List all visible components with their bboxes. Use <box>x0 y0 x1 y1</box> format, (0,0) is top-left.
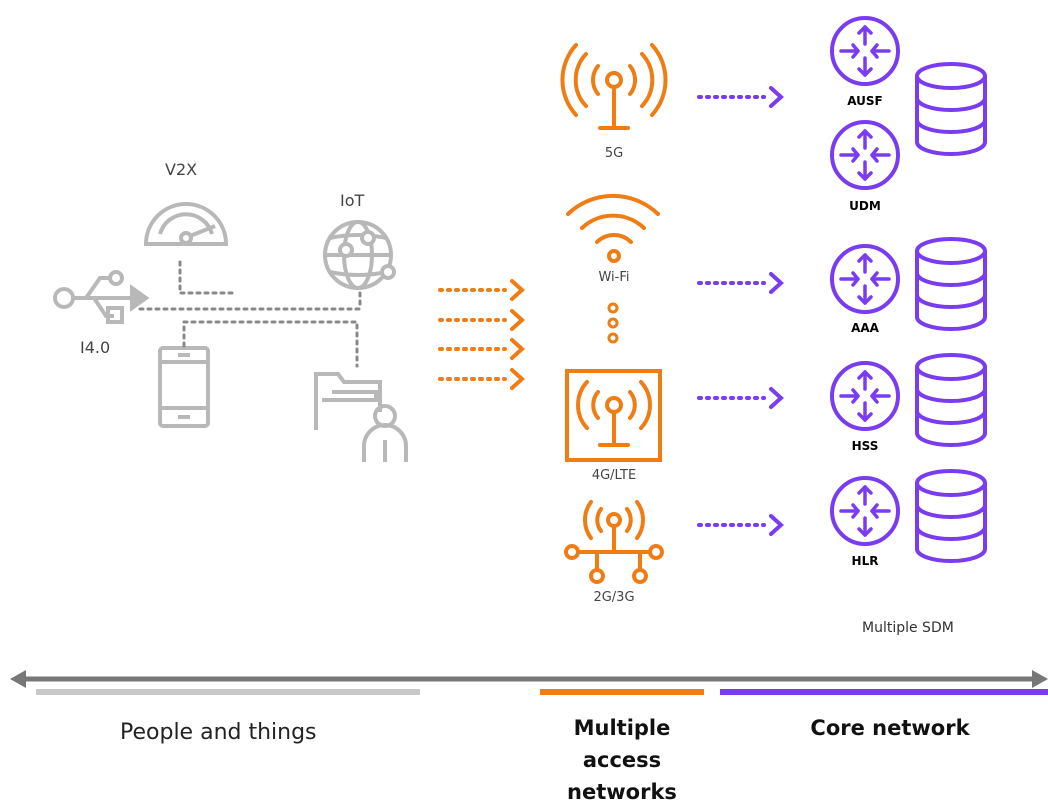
purple-arrow <box>697 387 784 409</box>
orange-arrow <box>438 309 525 331</box>
udm-label: UDM <box>849 199 881 213</box>
folder-user-icon <box>314 372 408 462</box>
database-icon <box>915 353 987 447</box>
wifi-icon <box>566 193 660 263</box>
bottom-double-arrow <box>10 670 1048 688</box>
purple-arrows <box>697 86 784 536</box>
hlr-label: HLR <box>851 554 879 568</box>
orange-arrow <box>438 368 525 390</box>
usb-icon <box>53 270 150 324</box>
router-udm-icon <box>830 120 900 190</box>
multiple-sdm-label: Multiple SDM <box>862 620 954 636</box>
purple-arrow <box>697 514 784 536</box>
g23-label: 2G/3G <box>593 590 635 605</box>
iot-globe-icon <box>323 220 396 290</box>
router-hss-icon <box>830 361 900 431</box>
orange-arrow <box>438 338 525 360</box>
antenna-2g-3g-icon <box>564 500 664 584</box>
v2x-gauge-icon <box>143 202 229 246</box>
antenna-4g-lte-icon <box>565 369 662 462</box>
people-segment-bar <box>36 689 420 695</box>
device-connector-lines <box>138 260 362 368</box>
more-networks-ellipsis-icon <box>607 302 619 344</box>
purple-arrow <box>697 86 784 108</box>
hss-label: HSS <box>851 439 879 453</box>
access-segment-bar <box>540 689 704 695</box>
router-ausf-icon <box>830 16 900 86</box>
i40-label: I4.0 <box>80 338 111 357</box>
purple-arrow <box>697 272 784 294</box>
database-icon <box>915 469 987 563</box>
core-segment-bar <box>720 689 1048 695</box>
aaa-label: AAA <box>851 321 879 335</box>
orange-arrows <box>438 279 525 390</box>
orange-arrow <box>438 279 525 301</box>
iot-label: IoT <box>340 191 365 210</box>
ausf-label: AUSF <box>847 94 883 108</box>
people-and-things-label: People and things <box>120 720 317 745</box>
database-icon <box>915 62 987 156</box>
database-icon <box>915 237 987 331</box>
core-network-label: Core network <box>810 716 970 740</box>
router-aaa-icon <box>830 244 900 314</box>
router-hlr-icon <box>830 476 900 546</box>
g5-label: 5G <box>604 146 624 161</box>
v2x-label: V2X <box>165 160 198 179</box>
antenna-5g-icon <box>560 43 668 130</box>
lte-label: 4G/LTE <box>591 468 637 483</box>
wifi-label: Wi-Fi <box>598 270 630 285</box>
mobile-phone-icon <box>158 346 210 428</box>
multiple-access-networks-label: Multiple access networks <box>567 716 677 804</box>
